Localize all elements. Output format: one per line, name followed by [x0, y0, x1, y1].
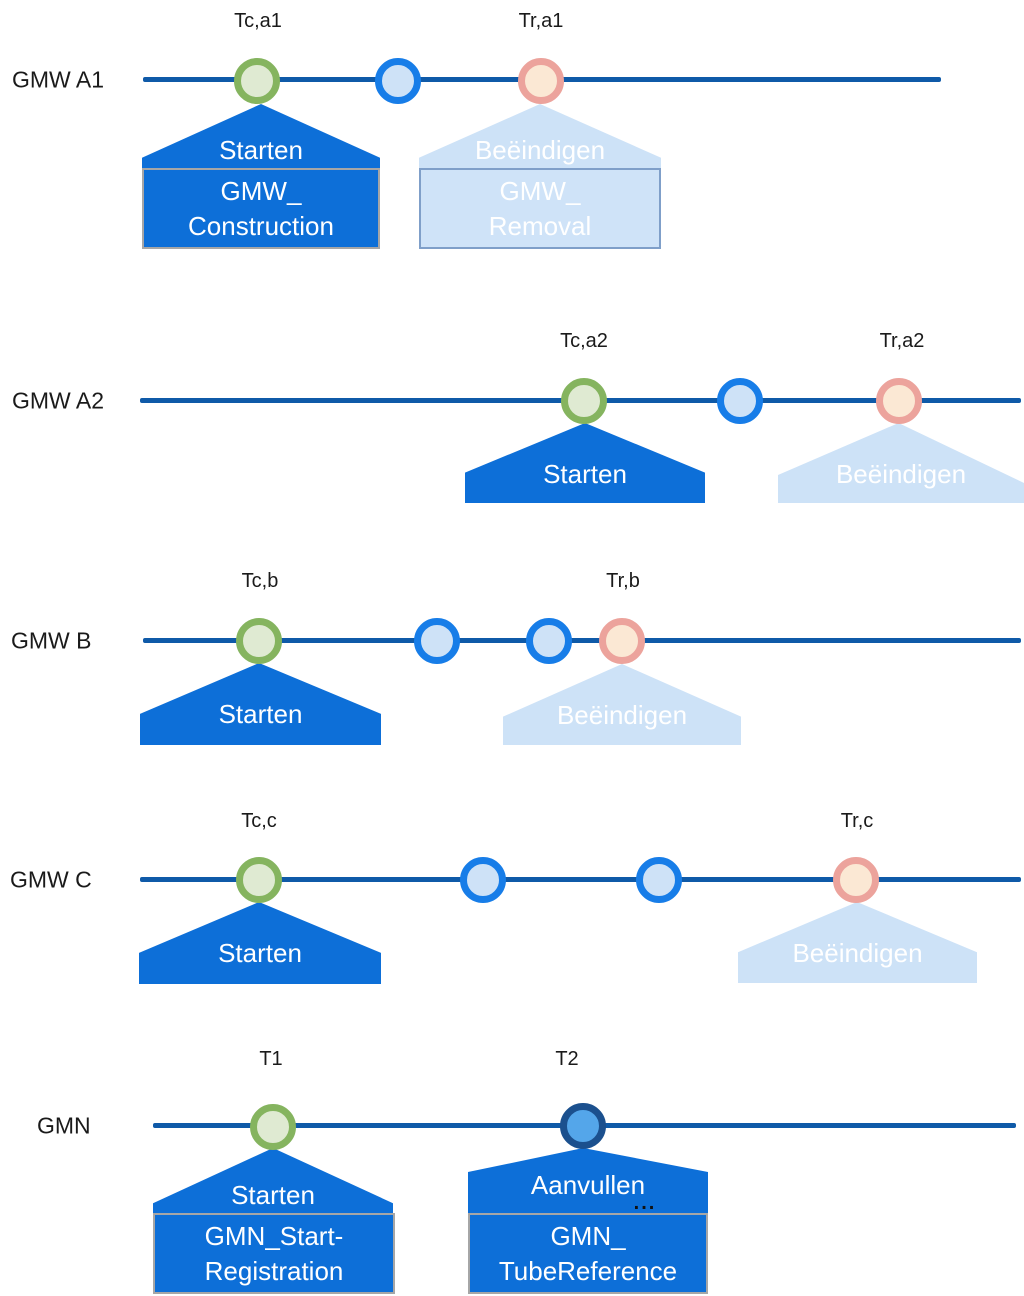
- green-event-circle: [234, 58, 280, 104]
- callout-starten-gmw-a2: Starten: [465, 423, 705, 503]
- row-label-gmn: GMN: [37, 1112, 91, 1139]
- callout-title: Starten: [543, 459, 627, 489]
- callout-title: Beëindigen: [792, 938, 923, 968]
- green-event-circle: [250, 1104, 296, 1150]
- blue-event-circle: [717, 378, 763, 424]
- callout-title: Beëindigen: [474, 135, 606, 165]
- event-box-line2: TubeReference: [498, 1255, 678, 1286]
- callout-starten-gmw-b: Starten: [140, 663, 381, 745]
- time-label-tc-b: Tc,b: [241, 570, 279, 592]
- blue-event-circle: [375, 58, 421, 104]
- time-label-tr-c: Tr,c: [840, 810, 874, 832]
- callout-title: Beëindigen: [835, 459, 967, 489]
- green-event-circle: [236, 618, 282, 664]
- repeat-ellipsis: ...: [633, 1192, 657, 1214]
- event-box-line2: Registration: [204, 1255, 344, 1286]
- row-label-gmw-b: GMW B: [11, 627, 92, 654]
- time-label-t1: T1: [259, 1048, 283, 1070]
- green-event-circle: [561, 378, 607, 424]
- pink-event-circle: [518, 58, 564, 104]
- callout-title: Aanvullen: [530, 1170, 646, 1200]
- time-label-tr-a1: Tr,a1: [518, 10, 564, 32]
- callout-title: Beëindigen: [556, 700, 688, 730]
- event-box-line2: Construction: [188, 210, 334, 241]
- time-label-tr-a2: Tr,a2: [879, 330, 925, 352]
- green-event-circle: [236, 857, 282, 903]
- time-label-t2: T2: [555, 1048, 579, 1070]
- event-box-gmw-construction: GMW_ Construction: [142, 168, 380, 249]
- callout-title: Starten: [218, 938, 302, 968]
- callout-beeindigen-gmw-b: Beëindigen: [503, 664, 741, 745]
- event-box-gmn-tubereference: GMN_ TubeReference: [468, 1213, 708, 1294]
- event-box-line1: GMN_: [550, 1220, 626, 1251]
- callout-starten-gmn: Starten: [153, 1148, 393, 1213]
- row-label-gmw-a1: GMW A1: [12, 66, 105, 93]
- callout-beeindigen-gmw-a1: Beëindigen: [419, 104, 661, 168]
- time-label-tc-a2: Tc,a2: [560, 330, 608, 352]
- event-box-gmn-startregistration: GMN_Start- Registration: [153, 1213, 395, 1294]
- time-label-tr-b: Tr,b: [606, 570, 640, 592]
- navy-event-circle: [560, 1103, 606, 1149]
- timeline-gmw-b: [143, 638, 1021, 643]
- callout-starten-gmw-c: Starten: [139, 902, 381, 984]
- time-label-tc-a1: Tc,a1: [234, 10, 282, 32]
- pink-event-circle: [876, 378, 922, 424]
- event-box-gmw-removal: GMW_ Removal: [419, 168, 661, 249]
- callout-title: Starten: [218, 699, 303, 729]
- blue-event-circle: [460, 857, 506, 903]
- blue-event-circle: [636, 857, 682, 903]
- callout-aanvullen-gmn: Aanvullen: [468, 1148, 708, 1213]
- event-box-line1: GMW_: [220, 175, 302, 206]
- row-label-gmw-a2: GMW A2: [12, 387, 105, 414]
- callout-starten-gmw-a1: Starten: [142, 104, 380, 168]
- callout-title: Starten: [231, 1180, 315, 1210]
- callout-beeindigen-gmw-a2: Beëindigen: [778, 423, 1024, 503]
- pink-event-circle: [833, 857, 879, 903]
- row-label-gmw-c: GMW C: [10, 866, 92, 893]
- callout-title: Starten: [219, 135, 303, 165]
- timeline-gmw-c: [140, 877, 1021, 882]
- blue-event-circle: [526, 618, 572, 664]
- time-label-tc-c: Tc,c: [241, 810, 277, 832]
- event-box-line1: GMW_: [499, 175, 581, 206]
- blue-event-circle: [414, 618, 460, 664]
- event-box-line1: GMN_Start-: [204, 1220, 344, 1251]
- event-box-line2: Removal: [488, 210, 592, 241]
- callout-beeindigen-gmw-c: Beëindigen: [738, 902, 977, 983]
- pink-event-circle: [599, 618, 645, 664]
